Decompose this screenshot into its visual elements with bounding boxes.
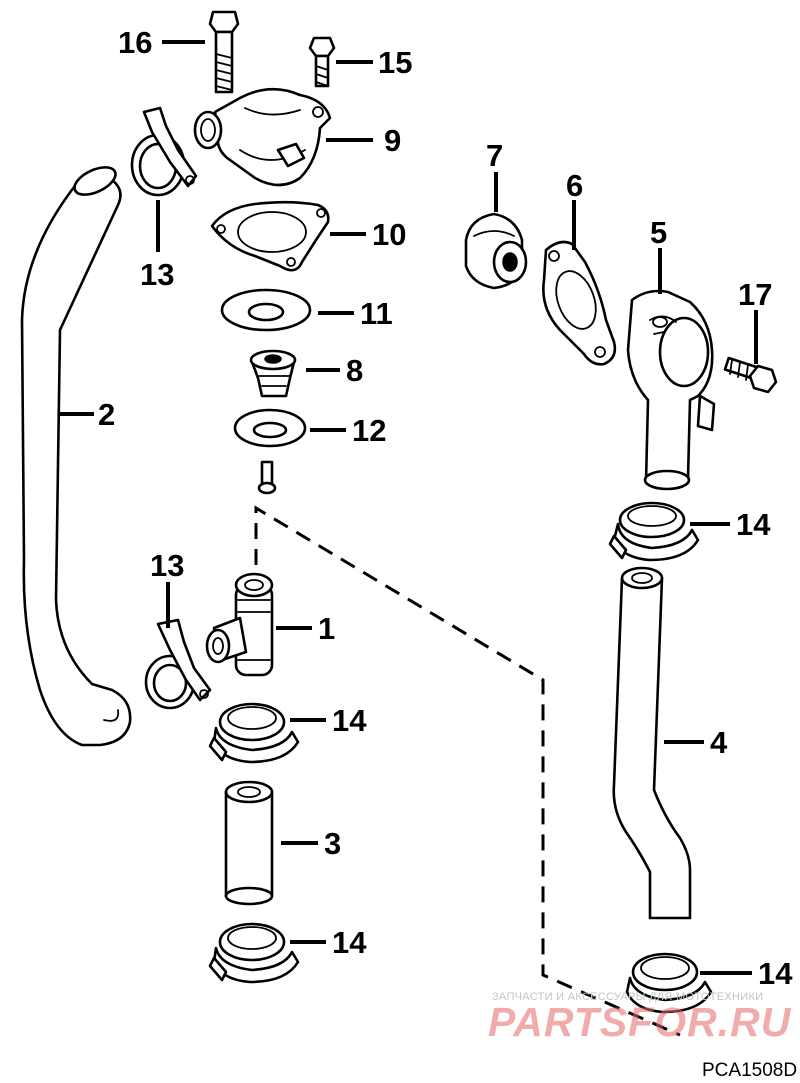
part-6-gasket xyxy=(542,240,617,366)
part-1-tee-fitting xyxy=(205,572,274,677)
part-12-washer xyxy=(233,408,307,448)
callout-16: 16 xyxy=(118,25,152,60)
callout-6: 6 xyxy=(566,168,583,203)
part-14-clamp-a xyxy=(208,702,300,764)
callout-4: 4 xyxy=(710,725,728,760)
callout-13-bottom: 13 xyxy=(150,548,184,583)
callout-1: 1 xyxy=(318,611,335,646)
part-8-thermostat xyxy=(249,349,297,398)
callout-5: 5 xyxy=(650,215,667,250)
part-16-bolt xyxy=(208,10,240,94)
part-14-clamp-c xyxy=(608,501,700,562)
callout-11: 11 xyxy=(360,296,393,331)
watermark-site: PARTSFOR.RU xyxy=(488,999,792,1045)
part-2-long-hose xyxy=(20,166,132,747)
part-13-clamp-top xyxy=(130,106,198,197)
callout-14-c: 14 xyxy=(736,507,771,542)
part-15-bolt xyxy=(308,36,336,88)
part-10-gasket xyxy=(210,200,330,272)
callout-14-b: 14 xyxy=(332,925,367,960)
part-7-check-valve xyxy=(464,212,528,290)
part-14-clamp-d xyxy=(625,952,713,1014)
callout-14-d: 14 xyxy=(758,956,793,991)
callout-13-top: 13 xyxy=(140,257,174,292)
callout-8: 8 xyxy=(346,353,363,388)
callout-10: 10 xyxy=(372,217,406,252)
part-11-washer xyxy=(220,288,312,332)
small-screw xyxy=(257,460,277,495)
callout-12: 12 xyxy=(352,413,386,448)
figure-code: PCA1508D xyxy=(702,1060,797,1081)
part-5-elbow-fitting xyxy=(626,289,716,491)
part-17-bolt xyxy=(723,356,778,394)
callout-2: 2 xyxy=(98,397,115,432)
watermark: ЗАПЧАСТИ И АКСЕССУАРЫ ДЛЯ МОТОТЕХНИКИ PA… xyxy=(488,991,792,1045)
callout-9: 9 xyxy=(384,123,401,158)
part-14-clamp-b xyxy=(208,922,300,984)
watermark-tagline: ЗАПЧАСТИ И АКСЕССУАРЫ ДЛЯ МОТОТЕХНИКИ xyxy=(492,991,763,1003)
callout-7: 7 xyxy=(486,138,503,173)
callout-labels: 16 15 9 10 11 8 12 13 13 1 14 3 14 2 7 6… xyxy=(98,25,793,991)
callout-17: 17 xyxy=(738,277,772,312)
routing-dashed-line xyxy=(254,505,681,1037)
part-4-right-hose xyxy=(612,566,692,920)
part-3-short-hose xyxy=(224,780,274,906)
part-9-thermostat-cover xyxy=(193,87,332,187)
callout-15: 15 xyxy=(378,45,412,80)
callout-3: 3 xyxy=(324,826,341,861)
leader-lines xyxy=(58,40,758,975)
part-13-clamp-bottom xyxy=(144,618,212,710)
callout-14-a: 14 xyxy=(332,703,367,738)
